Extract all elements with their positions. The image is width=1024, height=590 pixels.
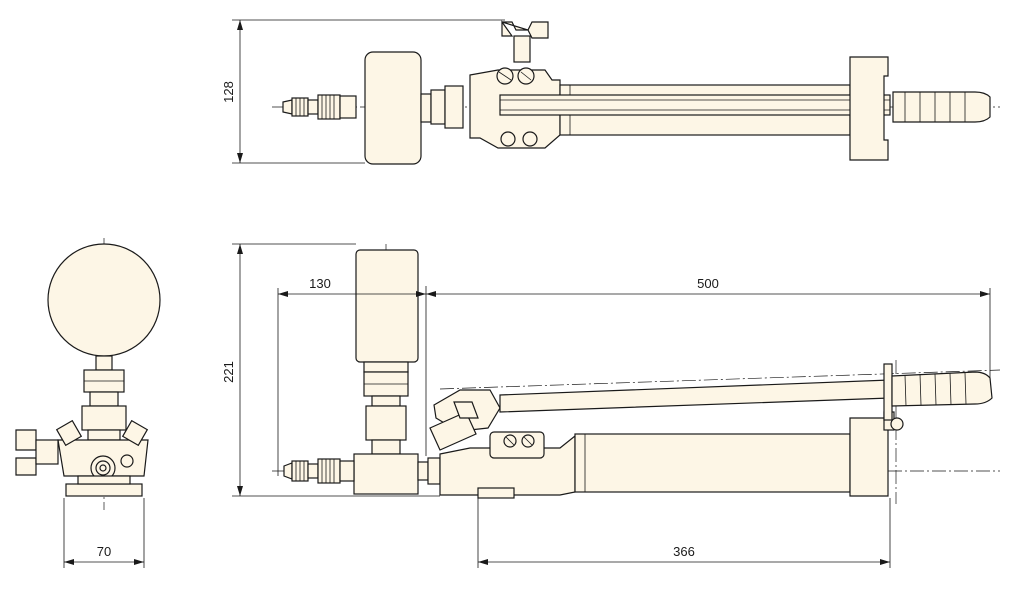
dim-pump-body-length: 366 (673, 544, 695, 559)
dim-gauge-to-tip: 130 (309, 276, 331, 291)
dim-side-view-height: 221 (221, 361, 236, 383)
dim-top-view-height: 128 (221, 81, 236, 103)
top-view: 128 (221, 19, 1000, 165)
dim-overall-length: 500 (697, 276, 719, 291)
dim-front-width: 70 (97, 544, 111, 559)
side-view: 221 130 500 366 (221, 243, 1001, 568)
front-view: 70 (15, 238, 161, 568)
